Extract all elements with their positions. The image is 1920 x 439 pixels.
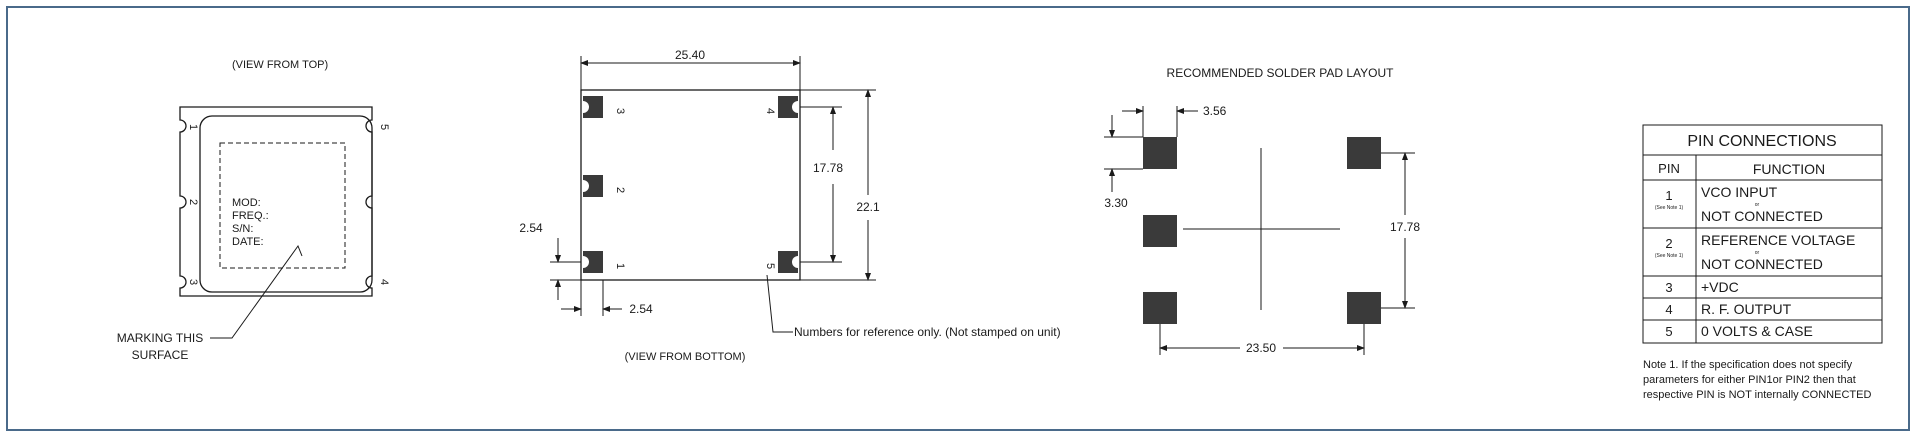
solder-pad-mid-left [1143, 215, 1177, 247]
row1-function-or: or [1755, 202, 1760, 208]
bottom-pad-5 [778, 251, 798, 273]
top-pin-5: 5 [378, 124, 390, 130]
label-date: DATE: [232, 236, 264, 248]
top-pin-2: 2 [187, 199, 199, 205]
bottom-pin-3-label: 3 [614, 108, 626, 114]
solder-pad-bottom-right [1347, 292, 1381, 324]
bottom-pad-3 [583, 96, 603, 118]
dim-pad-height-label: 3.30 [1104, 196, 1128, 210]
row3-function: +VDC [1701, 279, 1739, 295]
label-freq: FREQ.: [232, 210, 269, 222]
marking-leader-line [210, 244, 303, 339]
top-pin-3: 3 [187, 279, 199, 285]
row2-pin: 2 [1665, 236, 1672, 251]
solder-pad-layout: RECOMMENDED SOLDER PAD LAYOUT 3.56 3.30 … [1104, 66, 1420, 355]
bottom-pin-5-label: 5 [764, 263, 776, 269]
row4-function: R. F. OUTPUT [1701, 301, 1792, 317]
table-note-line1: Note 1. If the specification does not sp… [1643, 359, 1853, 371]
bottom-view-body [580, 89, 801, 281]
table-border [1642, 124, 1883, 344]
row5-pin: 5 [1665, 324, 1672, 339]
solder-pad-top-right [1347, 137, 1381, 169]
dim-width-label: 25.40 [675, 48, 705, 62]
bottom-view-title: (VIEW FROM BOTTOM) [625, 351, 746, 363]
bottom-pad-4 [778, 96, 798, 118]
bottom-pin-4-label: 4 [764, 108, 776, 114]
solder-pad-title: RECOMMENDED SOLDER PAD LAYOUT [1167, 66, 1395, 80]
row1-pin: 1 [1665, 188, 1672, 203]
row2-function-line1: REFERENCE VOLTAGE [1701, 232, 1855, 248]
marking-label-line2: SURFACE [132, 348, 189, 362]
solder-pad-top-left [1143, 137, 1177, 169]
dim-left-label: 2.54 [519, 221, 543, 235]
solder-pad-bottom-left [1143, 292, 1177, 324]
dim-pad-width-label: 3.56 [1203, 104, 1227, 118]
row2-function-line2: NOT CONNECTED [1701, 256, 1823, 272]
dim-horizontal-label: 23.50 [1246, 341, 1276, 355]
dim-outer-label: 22.1 [856, 200, 880, 214]
top-view-title: (VIEW FROM TOP) [232, 59, 328, 71]
row1-function-line1: VCO INPUT [1701, 184, 1778, 200]
pin-connections-table: PIN CONNECTIONS PIN FUNCTION 1 (See Note… [1642, 124, 1883, 401]
marking-label-line1: MARKING THIS [117, 331, 203, 345]
top-pin-1: 1 [187, 124, 199, 130]
dim-inner-label: 17.78 [813, 161, 843, 175]
bottom-pin-1-label: 1 [614, 263, 626, 269]
row3-pin: 3 [1665, 280, 1672, 295]
row4-pin: 4 [1665, 302, 1672, 317]
dim-bottom-label: 2.54 [629, 302, 653, 316]
top-view: (VIEW FROM TOP) 1 2 3 4 5 MOD: FREQ.: S/… [117, 59, 390, 362]
row2-pin-note: (See Note 1) [1655, 253, 1684, 259]
label-sn: S/N: [232, 223, 253, 235]
table-note-line2: parameters for either PIN1or PIN2 then t… [1643, 374, 1856, 386]
column-header-function: FUNCTION [1753, 161, 1825, 177]
bottom-view: 25.40 3 2 1 4 5 [519, 48, 1060, 363]
bottom-pad-1 [583, 251, 603, 273]
row1-function-line2: NOT CONNECTED [1701, 208, 1823, 224]
bottom-pad-2 [583, 175, 603, 197]
row5-function: 0 VOLTS & CASE [1701, 323, 1813, 339]
row2-function-or: or [1755, 250, 1760, 256]
reference-note: Numbers for reference only. (Not stamped… [794, 325, 1061, 339]
dim-vertical-label: 17.78 [1390, 220, 1420, 234]
table-title: PIN CONNECTIONS [1687, 133, 1836, 150]
top-pin-4: 4 [378, 279, 390, 285]
label-mod: MOD: [232, 197, 261, 209]
note-leader-line [766, 274, 793, 333]
bottom-pin-2-label: 2 [614, 187, 626, 193]
row1-pin-note: (See Note 1) [1655, 205, 1684, 211]
top-view-inner-frame [199, 115, 373, 293]
drawing-frame [6, 6, 1910, 431]
column-header-pin: PIN [1658, 161, 1680, 176]
table-note-line3: respective PIN is NOT internally CONNECT… [1643, 389, 1871, 401]
